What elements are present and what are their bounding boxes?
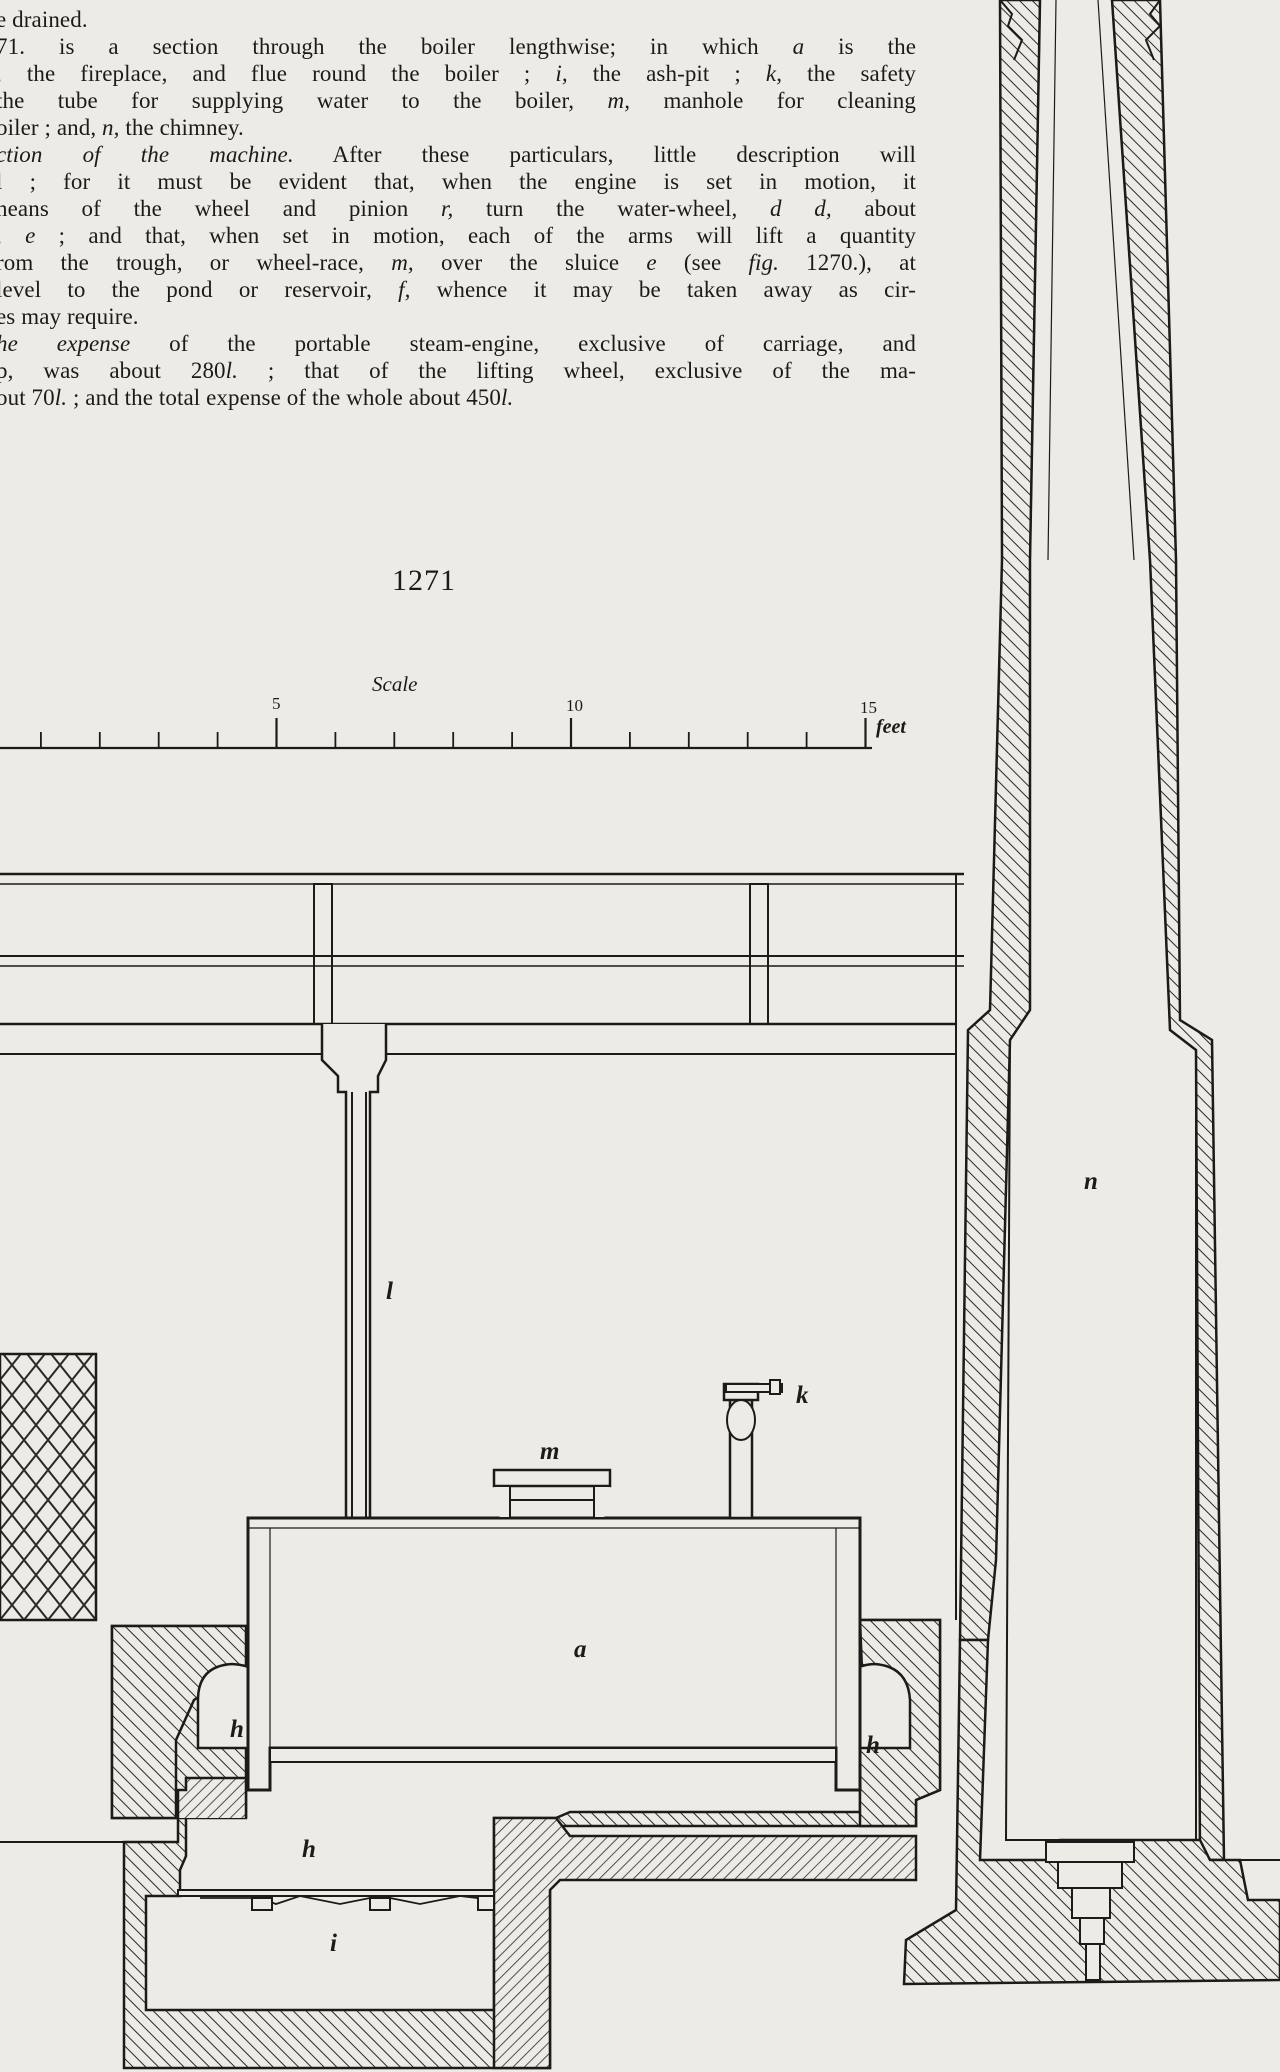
label-supply-tube-l: l [386, 1278, 393, 1305]
text-line: rom the trough, or wheel-race, m, over t… [0, 249, 916, 276]
article-text: e drained.71. is a section through the b… [0, 0, 920, 420]
text-run: (see [656, 250, 749, 275]
text-run: the chimney. [119, 115, 244, 140]
scale-tick-label-15: 15 [860, 698, 877, 717]
label-ash-pit-i: i [330, 1930, 337, 1957]
text-run: m, [607, 88, 631, 113]
text-run: he expense [0, 331, 131, 356]
scale-tick-label-5: 5 [272, 694, 281, 713]
chimney-base [902, 1638, 1280, 1986]
text-run: whence it may be taken away as cir- [410, 277, 917, 302]
text-run: is the [804, 34, 916, 59]
text-line: he expense of the portable steam-engine,… [0, 330, 916, 357]
scale-tick-label-10: 10 [566, 696, 583, 715]
text-run: rom the trough, or wheel-race, [0, 250, 392, 275]
text-run: the safety [782, 61, 916, 86]
text-run: the ash-pit ; [567, 61, 766, 86]
label-flue-h-left: h [230, 1716, 244, 1743]
text-run: about [831, 196, 917, 221]
label-manhole-m: m [540, 1438, 560, 1465]
text-run: neans of the wheel and pinion [0, 196, 441, 221]
text-run: d d, [770, 196, 832, 221]
text-line: l ; for it must be evident that, when th… [0, 168, 916, 195]
label-boiler-a: a [574, 1636, 587, 1663]
text-line: es may require. [0, 303, 139, 330]
text-run: es may require. [0, 304, 139, 329]
figure-number: 1271 [392, 564, 456, 597]
text-run: l. [225, 358, 238, 383]
text-run: manhole for cleaning [630, 88, 916, 113]
text-run: over the sluice [413, 250, 647, 275]
text-run: k, [765, 61, 783, 86]
scale-bar [0, 718, 872, 750]
text-run: 71. is a section through the boiler leng… [0, 34, 793, 59]
text-run: i, [555, 61, 568, 86]
text-line: p, was about 280l. ; that of the lifting… [0, 357, 916, 384]
text-run: e [25, 223, 36, 248]
text-run: oiler ; and, [0, 115, 103, 140]
text-run: ; and the total expense of the whole abo… [67, 385, 502, 410]
text-line: e drained. [0, 6, 88, 33]
text-run: f, [398, 277, 411, 302]
ash-pit-grate [177, 1889, 495, 1911]
lattice-window [0, 1352, 98, 1622]
text-run: n, [102, 115, 120, 140]
text-run: the tube for supplying water to the boil… [0, 88, 608, 113]
text-line: , e ; and that, when set in motion, each… [0, 222, 916, 249]
text-line: oiler ; and, n, the chimney. [0, 114, 244, 141]
text-line: the tube for supplying water to the boil… [0, 87, 916, 114]
scale-unit: feet [876, 716, 906, 738]
text-run: , [0, 223, 25, 248]
text-line: out 70l. ; and the total expense of the … [0, 384, 513, 411]
text-run: e [646, 250, 657, 275]
scale-title: Scale [372, 672, 418, 696]
text-line: level to the pond or reservoir, f, whenc… [0, 276, 916, 303]
manhole [492, 1468, 612, 1519]
label-chimney-n: n [1084, 1168, 1098, 1195]
text-run: ction of the machine. [0, 142, 294, 167]
chimney [958, 0, 1226, 1862]
text-run: turn the water-wheel, [453, 196, 771, 221]
text-run: e drained. [0, 7, 88, 32]
text-run: of the portable steam-engine, exclusive … [130, 331, 916, 356]
text-run: a [792, 34, 805, 59]
text-run: r, [440, 196, 454, 221]
text-run: out 70 [0, 385, 55, 410]
text-run: fig. [748, 250, 779, 275]
text-run: ; and that, when set in motion, each of … [35, 223, 916, 248]
label-flue-h-right: h [866, 1732, 880, 1759]
text-run: l. [501, 385, 514, 410]
overhead-frame [0, 872, 964, 1620]
text-run: ; that of the lifting wheel, exclusive o… [238, 358, 916, 383]
text-run: l ; for it must be evident that, when th… [0, 169, 916, 194]
text-line: , the fireplace, and flue round the boil… [0, 60, 916, 87]
label-safety-valve-k: k [796, 1382, 809, 1409]
text-line: neans of the wheel and pinion r, turn th… [0, 195, 916, 222]
boiler [246, 1516, 862, 1792]
text-run: p, was about 280 [0, 358, 226, 383]
text-run: After these particulars, little descript… [293, 142, 916, 167]
text-run: level to the pond or reservoir, [0, 277, 399, 302]
safety-valve [722, 1379, 783, 1520]
text-line: 71. is a section through the boiler leng… [0, 33, 916, 60]
text-run: m, [391, 250, 414, 275]
text-run: , the fireplace, and flue round the boil… [0, 61, 556, 86]
text-line: ction of the machine. After these partic… [0, 141, 916, 168]
text-run: l. [54, 385, 68, 410]
text-run: 1270.), at [778, 250, 916, 275]
label-flue-h-under: h [302, 1836, 316, 1863]
